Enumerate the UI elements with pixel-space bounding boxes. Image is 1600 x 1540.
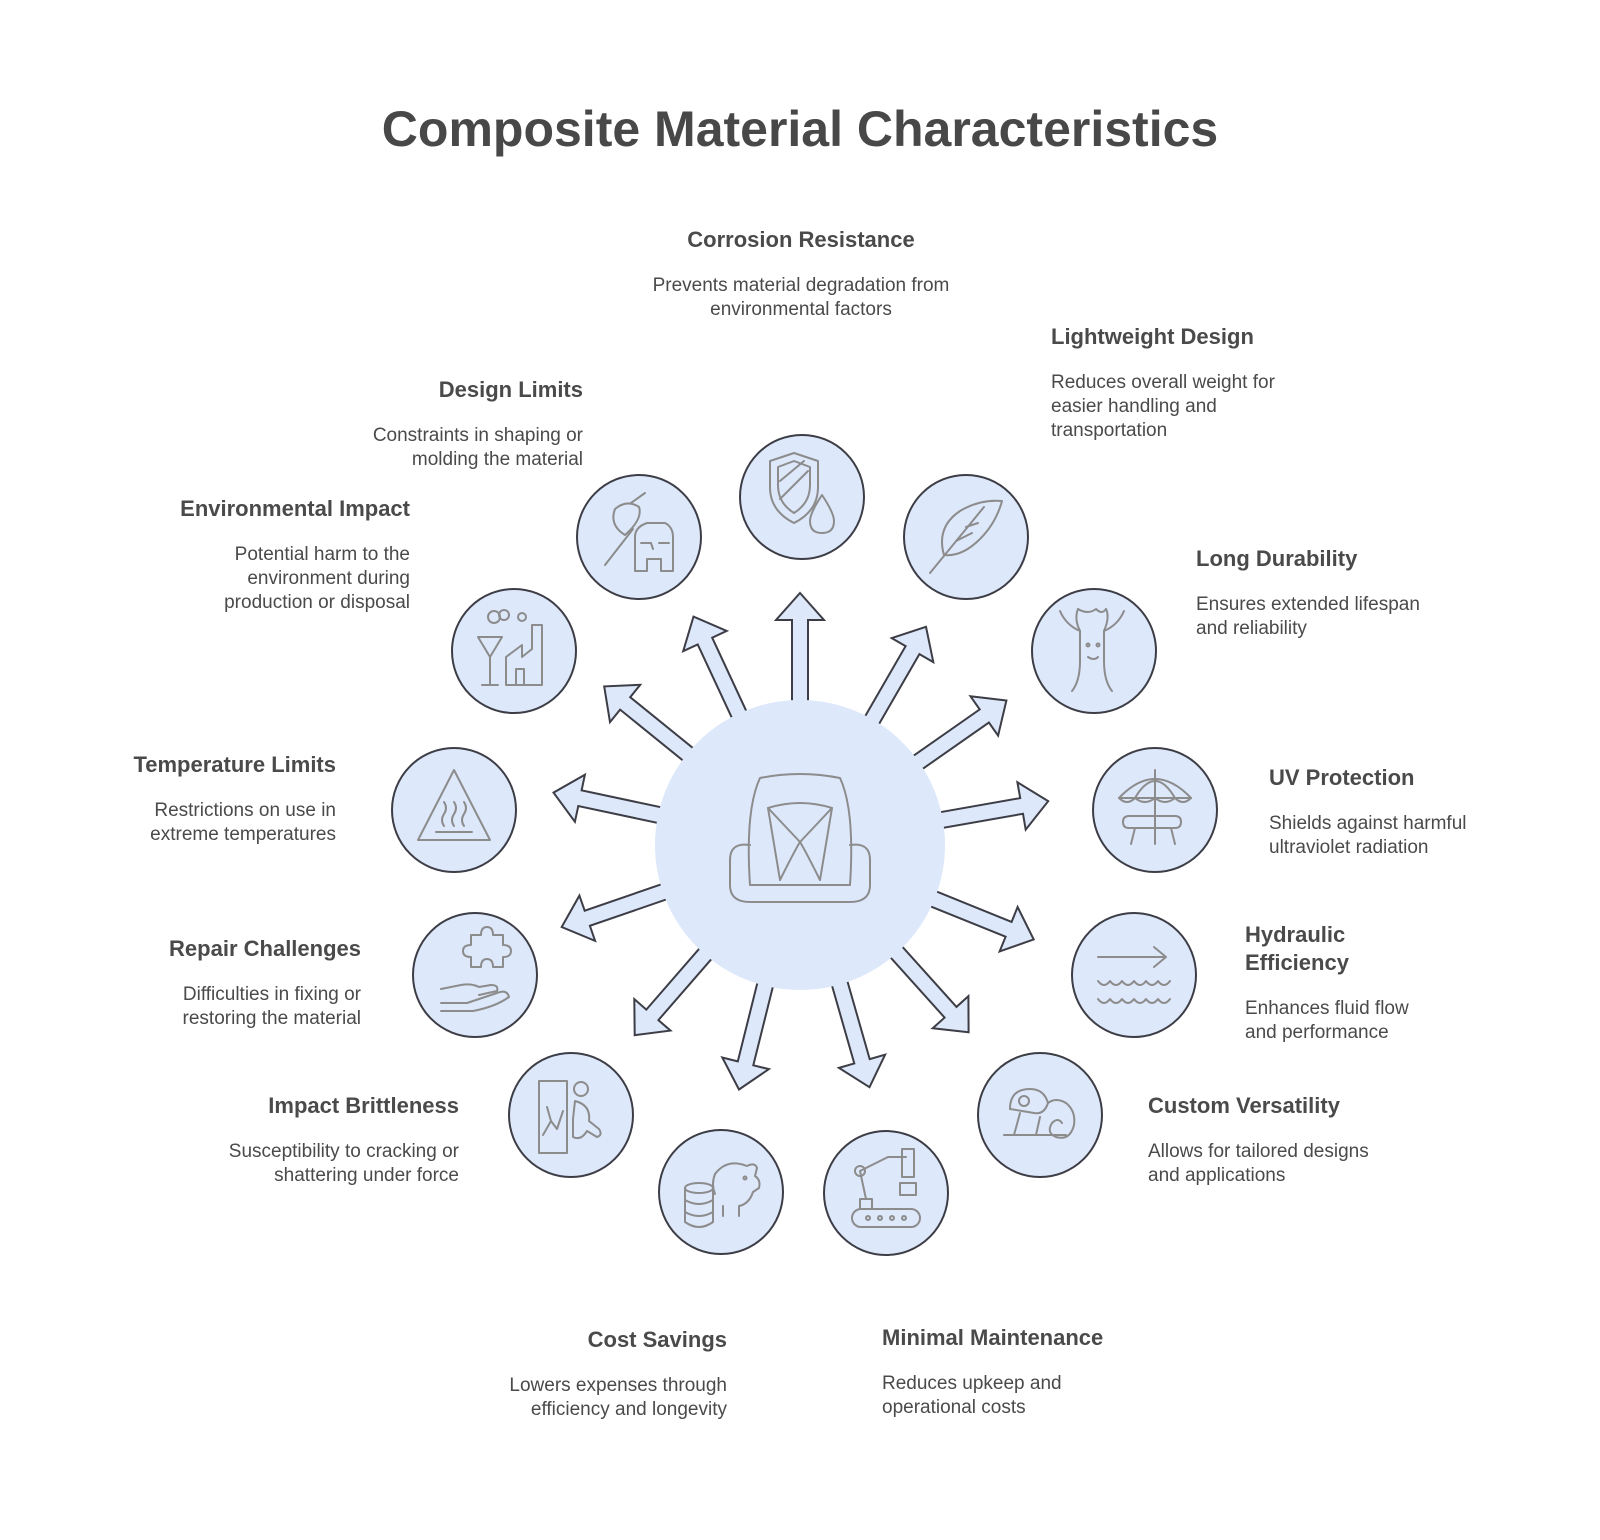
center-circle (655, 700, 945, 990)
label-lightweight-design: Lightweight Design Reduces overall weigh… (1051, 323, 1291, 443)
shield-droplet-icon (769, 452, 835, 534)
label-description: Difficulties in fixing or restoring the … (182, 984, 361, 1029)
node-axe-broken-mold (576, 474, 702, 600)
label-description: Ensures extended lifespan and reliabilit… (1196, 594, 1420, 639)
broken-glass-person-icon (538, 1080, 602, 1154)
node-circle (508, 1052, 634, 1178)
node-circle (412, 912, 538, 1038)
label-corrosion-resistance: Corrosion Resistance Prevents material d… (651, 226, 951, 322)
label-description: Reduces upkeep and operational costs (882, 1373, 1062, 1418)
node-factory-pollution (451, 588, 577, 714)
label-description: Restrictions on use in extreme temperatu… (150, 800, 336, 845)
arrows-group (552, 591, 1050, 1091)
label-title: Custom Versatility (1148, 1093, 1340, 1118)
label-description: Allows for tailored designs and applicat… (1148, 1141, 1369, 1186)
label-uv-protection: UV Protection Shields against harmful ul… (1269, 764, 1509, 860)
label-hydraulic-efficiency: Hydraulic Efficiency Enhances fluid flow… (1245, 921, 1445, 1045)
axe-broken-mold-icon (604, 492, 674, 572)
label-title: Environmental Impact (180, 496, 410, 521)
label-title: Hydraulic Efficiency (1245, 922, 1349, 975)
factory-pollution-icon (477, 609, 543, 686)
label-title: Temperature Limits (133, 752, 336, 777)
page-title: Composite Material Characteristics (381, 101, 1219, 157)
label-description: Enhances fluid flow and performance (1245, 998, 1409, 1043)
node-circle (823, 1130, 949, 1256)
label-design-limits: Design Limits Constraints in shaping or … (333, 376, 583, 472)
label-title: Lightweight Design (1051, 324, 1254, 349)
beach-umbrella-icon (1118, 769, 1192, 845)
label-repair-challenges: Repair Challenges Difficulties in fixing… (111, 935, 361, 1031)
water-flow-icon (1097, 946, 1171, 1004)
label-temperature-limits: Temperature Limits Restrictions on use i… (96, 751, 336, 847)
label-title: Impact Brittleness (268, 1093, 459, 1118)
node-chameleon (977, 1052, 1103, 1178)
node-heat-warning (391, 747, 517, 873)
node-circle (658, 1129, 784, 1255)
puzzle-hand-icon (440, 926, 512, 1012)
node-tree (1031, 588, 1157, 714)
node-puzzle-hand (412, 912, 538, 1038)
label-description: Potential harm to the environment during… (224, 544, 410, 613)
label-title: Long Durability (1196, 546, 1358, 571)
label-description: Shields against harmful ultraviolet radi… (1269, 813, 1467, 858)
nodes-group (391, 434, 1218, 1256)
label-cost-savings: Cost Savings Lowers expenses through eff… (507, 1326, 727, 1422)
piggy-bank-coins-icon (684, 1162, 761, 1228)
node-robot-arm-conveyor (823, 1130, 949, 1256)
label-description: Prevents material degradation from envir… (652, 275, 950, 320)
label-title: UV Protection (1269, 765, 1415, 790)
feather-icon (929, 499, 1003, 574)
label-description: Reduces overall weight for easier handli… (1051, 372, 1275, 441)
node-water-flow (1071, 912, 1197, 1038)
label-minimal-maintenance: Minimal Maintenance Reduces upkeep and o… (882, 1324, 1112, 1420)
heat-warning-icon (417, 769, 491, 841)
label-custom-versatility: Custom Versatility Allows for tailored d… (1148, 1092, 1388, 1188)
node-circle (576, 474, 702, 600)
node-beach-umbrella (1092, 747, 1218, 873)
label-description: Constraints in shaping or molding the ma… (372, 425, 583, 470)
label-title: Minimal Maintenance (882, 1325, 1104, 1350)
label-long-durability: Long Durability Ensures extended lifespa… (1196, 545, 1426, 641)
node-circle (391, 747, 517, 873)
label-description: Susceptibility to cracking or shattering… (228, 1141, 459, 1186)
label-title: Corrosion Resistance (687, 227, 915, 252)
chameleon-icon (1003, 1088, 1076, 1139)
node-piggy-bank-coins (658, 1129, 784, 1255)
node-circle (977, 1052, 1103, 1178)
node-shield-droplet (739, 434, 865, 560)
label-environmental-impact: Environmental Impact Potential harm to t… (160, 495, 410, 615)
node-broken-glass-person (508, 1052, 634, 1178)
label-title: Cost Savings (587, 1327, 727, 1352)
car-seat-icon (729, 773, 871, 903)
tree-icon (1059, 608, 1125, 692)
node-circle (1031, 588, 1157, 714)
label-title: Design Limits (438, 377, 583, 402)
node-feather (903, 474, 1029, 600)
robot-arm-conveyor-icon (851, 1148, 921, 1228)
label-title: Repair Challenges (169, 936, 361, 961)
label-impact-brittleness: Impact Brittleness Susceptibility to cra… (219, 1092, 459, 1188)
node-circle (1071, 912, 1197, 1038)
label-description: Lowers expenses through efficiency and l… (509, 1375, 727, 1420)
node-circle (739, 434, 865, 560)
